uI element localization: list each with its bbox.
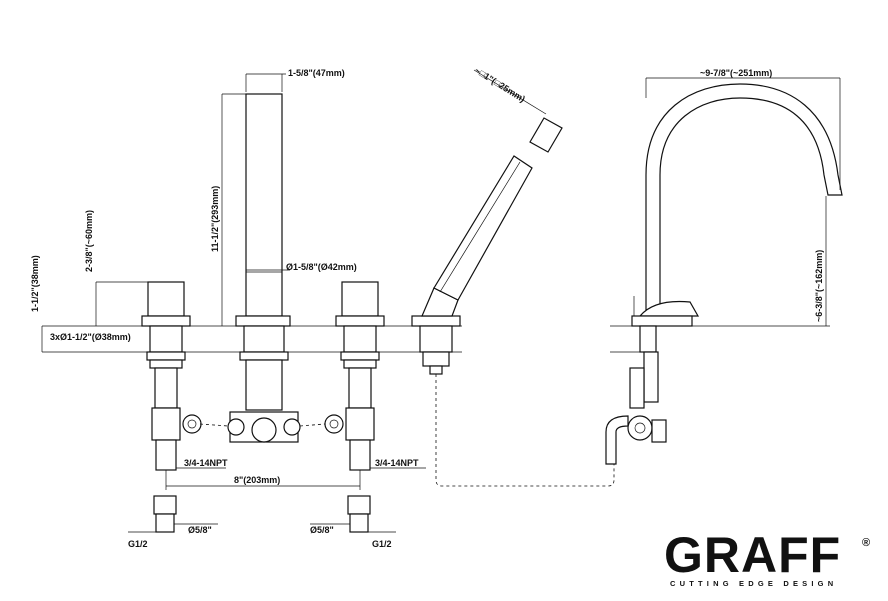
dim-spout-height: 11-1/2"(293mm)	[210, 186, 220, 252]
dim-npt-right: 3/4-14NPT	[375, 458, 419, 468]
handshower	[411, 117, 615, 487]
dim-spout-width: 1-5/8"(47mm)	[288, 68, 345, 78]
dim-reach: ~9-7/8"(~251mm)	[700, 68, 772, 78]
left-handle-valve	[96, 281, 202, 471]
bottom-fittings	[153, 495, 371, 533]
dim-npt-left: 3/4-14NPT	[184, 458, 228, 468]
logo-tagline: CUTTING EDGE DESIGN	[670, 579, 837, 588]
dim-handshower-square: ~□1"(□25mm)	[473, 65, 527, 104]
center-spout-body	[227, 93, 301, 443]
graff-logo: GRAFF ® CUTTING EDGE DESIGN	[664, 527, 870, 588]
dim-hole-spec: 3xØ1-1/2"(Ø38mm)	[50, 332, 131, 342]
logo-registered-mark: ®	[862, 537, 870, 549]
dim-g-right: G1/2	[372, 539, 392, 549]
dim-spacing: 8"(203mm)	[234, 475, 280, 485]
dim-d-right: Ø5/8"	[310, 525, 334, 535]
dim-side-height: ~6-3/8"(~162mm)	[814, 250, 824, 322]
connector-hoses	[199, 423, 326, 427]
dim-g-left: G1/2	[128, 539, 148, 549]
dim-deck-to-top: 1-1/2"(38mm)	[30, 255, 40, 312]
logo-wordmark: GRAFF	[664, 527, 841, 583]
dim-body-diameter: Ø1-5/8"(Ø42mm)	[286, 262, 357, 272]
dimension-lines	[41, 69, 841, 533]
side-view-spout	[605, 83, 843, 465]
right-handle-valve	[324, 281, 385, 471]
dim-handle-height: 2-3/8"(~60mm)	[84, 210, 94, 272]
dim-d-left: Ø5/8"	[188, 525, 212, 535]
